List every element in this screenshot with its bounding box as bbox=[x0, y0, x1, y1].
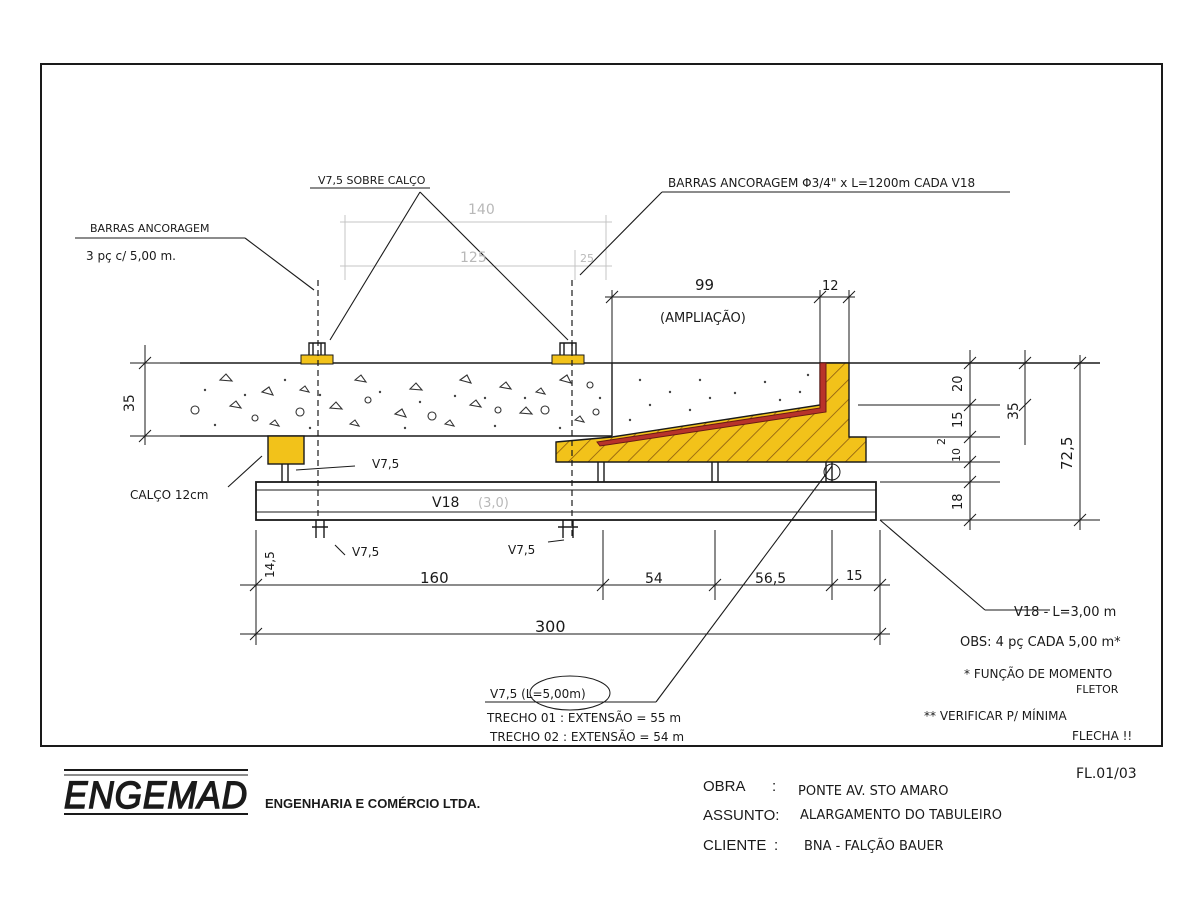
dim-15: 15 bbox=[951, 411, 966, 428]
dim-72-5: 72,5 bbox=[1058, 437, 1076, 470]
label-calco: CALÇO 12cm bbox=[130, 488, 208, 502]
anchor-bars bbox=[317, 280, 573, 540]
dim-15-bottom: 15 bbox=[846, 569, 863, 584]
steel-plate bbox=[596, 362, 827, 447]
cliente-value: BNA - FALÇÃO BAUER bbox=[804, 838, 944, 854]
timber-widening bbox=[555, 362, 867, 463]
dim-2: 2 bbox=[935, 438, 948, 445]
dim-12: 12 bbox=[822, 279, 839, 294]
dim-25-pencil: 25 bbox=[580, 252, 594, 265]
top-beam-pads bbox=[300, 342, 585, 365]
dim-54: 54 bbox=[645, 571, 663, 587]
bolts bbox=[281, 462, 833, 538]
label-barras-ancoragem-top: BARRAS ANCORAGEM Φ3/4" x L=1200m CADA V1… bbox=[668, 176, 975, 190]
note-verificar-1: ** VERIFICAR P/ MÍNIMA bbox=[924, 708, 1068, 723]
note-trecho-02: TRECHO 02 : EXTENSÃO = 54 m bbox=[489, 729, 684, 744]
dim-56-5: 56,5 bbox=[755, 571, 786, 587]
dim-35-left: 35 bbox=[122, 394, 138, 412]
dim-140-pencil: 140 bbox=[468, 202, 495, 218]
leader-lines bbox=[75, 187, 1050, 703]
dim-ampliacao-label: (AMPLIAÇÃO) bbox=[660, 310, 746, 326]
label-v75-sobre-calco: V7,5 SOBRE CALÇO bbox=[318, 174, 426, 187]
sheet-number: FL.01/03 bbox=[1076, 766, 1137, 782]
dim-125-pencil: 125 bbox=[460, 250, 487, 266]
note-verificar-2: FLECHA !! bbox=[1072, 729, 1132, 743]
bolt-marker bbox=[823, 463, 841, 481]
company-logo: ENGEMAD bbox=[63, 769, 248, 818]
dim-300: 300 bbox=[535, 617, 566, 636]
label-v75-bottom-mid: V7,5 bbox=[508, 543, 535, 557]
dim-35-right: 35 bbox=[1006, 402, 1022, 420]
dim-14-5: 14,5 bbox=[263, 551, 277, 578]
dim-ampliacao: 99 bbox=[695, 276, 714, 294]
assunto-value: ALARGAMENTO DO TABULEIRO bbox=[800, 808, 1002, 823]
obra-label: OBRA bbox=[703, 778, 746, 795]
note-obs: OBS: 4 pç CADA 5,00 m* bbox=[960, 635, 1121, 650]
label-v18-beam: V18 bbox=[432, 495, 459, 511]
calco-block bbox=[267, 435, 305, 465]
note-trecho-01: TRECHO 01 : EXTENSÃO = 55 m bbox=[486, 710, 681, 725]
dim-10: 10 bbox=[950, 448, 963, 462]
obra-sep: : bbox=[772, 778, 776, 795]
note-funcao-2: FLETOR bbox=[1076, 683, 1119, 696]
logo-text: ENGEMAD bbox=[64, 775, 248, 817]
assunto-label: ASSUNTO: bbox=[703, 807, 779, 824]
company-name: ENGENHARIA E COMÉRCIO LTDA. bbox=[265, 796, 480, 811]
note-funcao-1: * FUNÇÃO DE MOMENTO bbox=[964, 666, 1112, 681]
label-barras-ancoragem-left: BARRAS ANCORAGEM bbox=[90, 222, 210, 235]
dim-160: 160 bbox=[420, 569, 449, 587]
label-v18-length: V18 - L=3,00 m bbox=[1014, 605, 1116, 620]
pencil-dimensions bbox=[340, 215, 612, 280]
label-v18-beam-note: (3,0) bbox=[478, 496, 509, 511]
length-highlight bbox=[529, 675, 611, 711]
dim-18: 18 bbox=[951, 493, 966, 510]
sheet-border bbox=[40, 63, 1163, 747]
label-v75-length: V7,5 (L=5,00m) bbox=[490, 687, 586, 701]
dimension-lines bbox=[138, 290, 1100, 645]
v18-beam bbox=[255, 481, 877, 521]
obra-value: PONTE AV. STO AMARO bbox=[798, 784, 948, 799]
label-barras-qty: 3 pç c/ 5,00 m. bbox=[86, 249, 176, 263]
dim-20: 20 bbox=[951, 375, 966, 392]
label-v75-bottom-left: V7,5 bbox=[352, 545, 379, 559]
label-v75-right: V7,5 bbox=[372, 457, 399, 471]
cliente-label: CLIENTE bbox=[703, 837, 766, 854]
cliente-sep: : bbox=[774, 837, 778, 854]
